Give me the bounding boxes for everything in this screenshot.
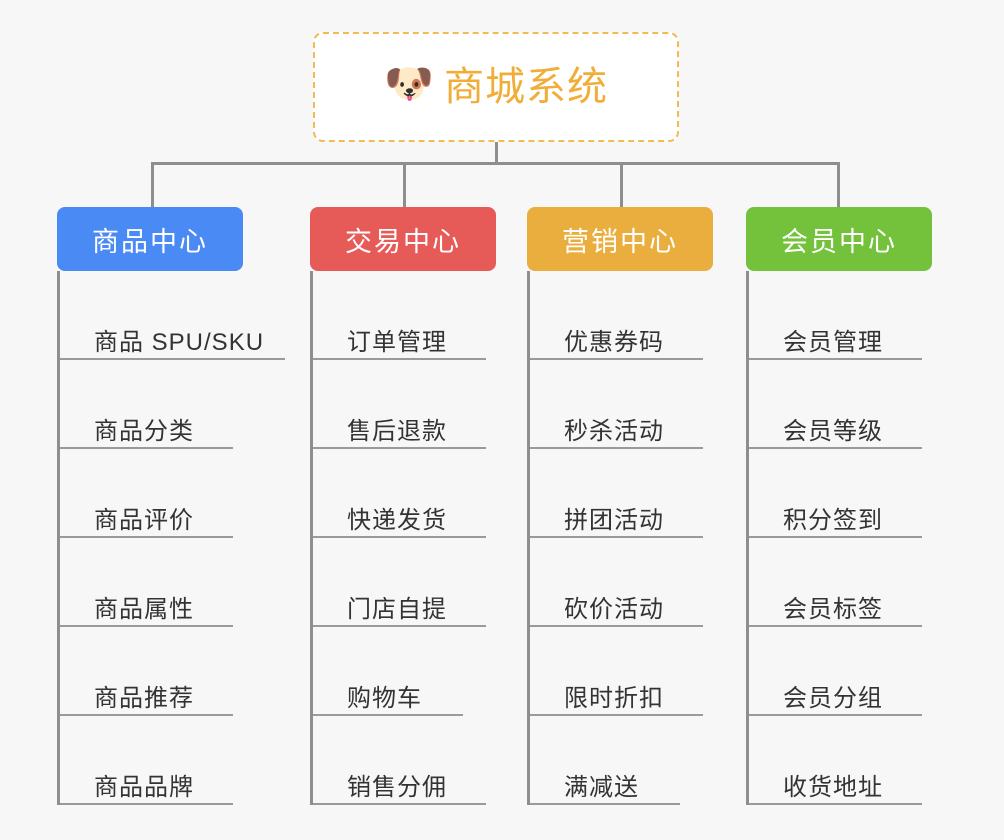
leaf-label: 商品分类 [94,417,194,445]
connector-drop-product-center [151,162,154,208]
category-header-product-center[interactable]: 商品中心 [57,207,243,271]
list-item[interactable]: 会员标签 [749,538,946,627]
list-item[interactable]: 收货地址 [749,716,946,805]
leaf-label: 收货地址 [783,773,883,801]
leaf-label: 会员管理 [783,328,883,356]
list-item[interactable]: 优惠券码 [530,271,727,360]
leaf-underline [749,358,922,360]
leaf-underline [60,803,233,805]
leaf-label: 购物车 [347,684,422,712]
branch-trade-center: 交易中心 订单管理 售后退款 快递发货 门店自提 购物车 [310,207,520,805]
leaf-label: 砍价活动 [564,595,664,623]
leaf-label: 积分签到 [783,506,883,534]
leaf-underline [530,358,703,360]
list-item[interactable]: 会员等级 [749,360,946,449]
connector-root-stem [495,142,498,164]
leaf-label: 商品品牌 [94,773,194,801]
leaf-label: 售后退款 [347,417,447,445]
leaf-underline [749,714,922,716]
list-item[interactable]: 商品品牌 [60,716,287,805]
leaf-underline [530,714,703,716]
leaf-underline [313,714,463,716]
leaf-label: 秒杀活动 [564,417,664,445]
leaf-underline [530,447,703,449]
branch-member-center: 会员中心 会员管理 会员等级 积分签到 会员标签 会员分组 [746,207,946,805]
category-header-member-center[interactable]: 会员中心 [746,207,932,271]
list-item[interactable]: 订单管理 [313,271,520,360]
leaf-label: 销售分佣 [347,773,447,801]
leaf-underline [530,625,703,627]
connector-drop-marketing-center [620,162,623,208]
leaf-underline [313,803,486,805]
leaf-underline [530,536,703,538]
list-item[interactable]: 售后退款 [313,360,520,449]
list-item[interactable]: 秒杀活动 [530,360,727,449]
leaf-underline [749,625,922,627]
list-item[interactable]: 商品评价 [60,449,287,538]
leaf-underline [60,625,233,627]
leaf-underline [60,447,233,449]
list-item[interactable]: 门店自提 [313,538,520,627]
leaf-label: 会员等级 [783,417,883,445]
root-node[interactable]: 🐶 商城系统 [313,32,679,142]
list-item[interactable]: 拼团活动 [530,449,727,538]
leaf-label: 会员分组 [783,684,883,712]
list-item[interactable]: 快递发货 [313,449,520,538]
leaf-list-trade-center: 订单管理 售后退款 快递发货 门店自提 购物车 销售分佣 [310,271,520,805]
category-header-marketing-center[interactable]: 营销中心 [527,207,713,271]
list-item[interactable]: 商品推荐 [60,627,287,716]
leaf-list-marketing-center: 优惠券码 秒杀活动 拼团活动 砍价活动 限时折扣 满减送 [527,271,727,805]
connector-horizontal-bus [151,162,839,165]
leaf-list-product-center: 商品 SPU/SKU 商品分类 商品评价 商品属性 商品推荐 商品品牌 [57,271,287,805]
category-label: 商品中心 [92,226,208,257]
list-item[interactable]: 砍价活动 [530,538,727,627]
branch-product-center: 商品中心 商品 SPU/SKU 商品分类 商品评价 商品属性 商品推荐 [57,207,287,805]
list-item[interactable]: 限时折扣 [530,627,727,716]
leaf-underline [313,447,486,449]
list-item[interactable]: 商品分类 [60,360,287,449]
leaf-list-member-center: 会员管理 会员等级 积分签到 会员标签 会员分组 收货地址 [746,271,946,805]
leaf-label: 门店自提 [347,595,447,623]
leaf-label: 商品评价 [94,506,194,534]
leaf-label: 商品 SPU/SKU [94,328,265,356]
leaf-underline [60,536,233,538]
leaf-underline [749,536,922,538]
leaf-underline [749,447,922,449]
branch-marketing-center: 营销中心 优惠券码 秒杀活动 拼团活动 砍价活动 限时折扣 [527,207,727,805]
leaf-label: 优惠券码 [564,328,664,356]
leaf-label: 商品属性 [94,595,194,623]
list-item[interactable]: 购物车 [313,627,520,716]
leaf-label: 拼团活动 [564,506,664,534]
leaf-label: 订单管理 [347,328,447,356]
leaf-label: 满减送 [564,773,639,801]
category-label: 会员中心 [781,226,897,257]
list-item[interactable]: 积分签到 [749,449,946,538]
list-item[interactable]: 商品 SPU/SKU [60,271,287,360]
root-node-label: 商城系统 [444,65,608,109]
list-item[interactable]: 满减送 [530,716,727,805]
leaf-underline [530,803,680,805]
leaf-underline [313,625,486,627]
dog-face-icon: 🐶 [384,62,434,106]
category-label: 交易中心 [345,226,461,257]
leaf-label: 快递发货 [347,506,447,534]
list-item[interactable]: 商品属性 [60,538,287,627]
list-item[interactable]: 会员分组 [749,627,946,716]
category-header-trade-center[interactable]: 交易中心 [310,207,496,271]
list-item[interactable]: 销售分佣 [313,716,520,805]
leaf-label: 限时折扣 [564,684,664,712]
leaf-underline [749,803,922,805]
connector-drop-member-center [837,162,840,208]
leaf-label: 商品推荐 [94,684,194,712]
list-item[interactable]: 会员管理 [749,271,946,360]
leaf-underline [313,536,486,538]
leaf-underline [60,358,285,360]
category-label: 营销中心 [562,226,678,257]
leaf-underline [313,358,486,360]
connector-drop-trade-center [403,162,406,208]
leaf-label: 会员标签 [783,595,883,623]
leaf-underline [60,714,233,716]
